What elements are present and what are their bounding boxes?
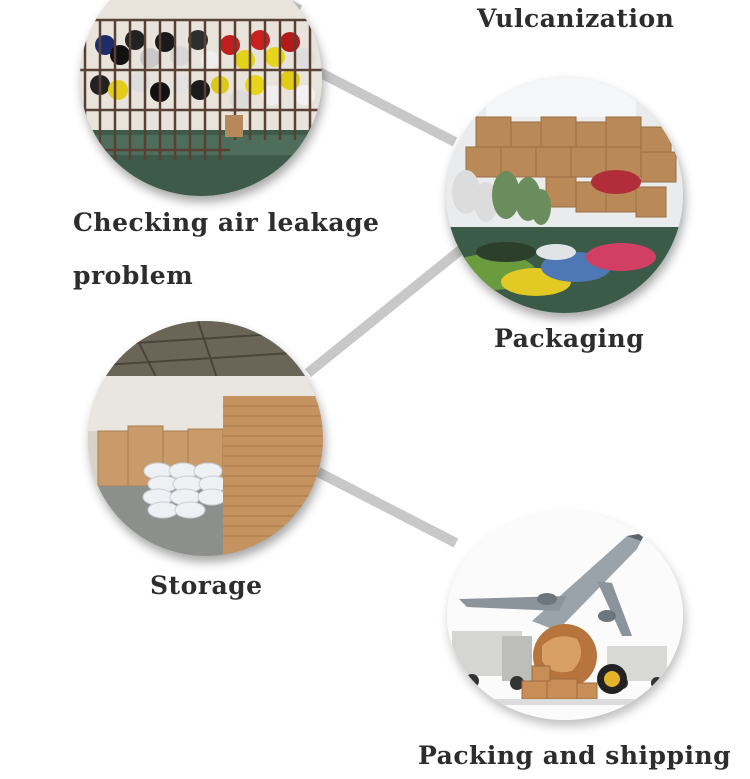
vulcanization-label: Vulcanization [477,4,675,33]
connector-storage-to-shipping [315,467,459,548]
checking-label-line2: problem [73,261,194,290]
connector-packaging-to-storage [304,244,467,377]
storage-photo [88,321,323,556]
checking-photo [80,0,322,196]
shipping-photo [447,511,683,720]
checking-label-line1: Checking air leakage [73,208,380,237]
packaging-photo [446,77,683,313]
storage-label: Storage [150,571,263,600]
packaging-label: Packaging [494,324,645,353]
shipping-label: Packing and shipping [418,741,732,770]
connector-checking-to-packaging [312,65,458,147]
